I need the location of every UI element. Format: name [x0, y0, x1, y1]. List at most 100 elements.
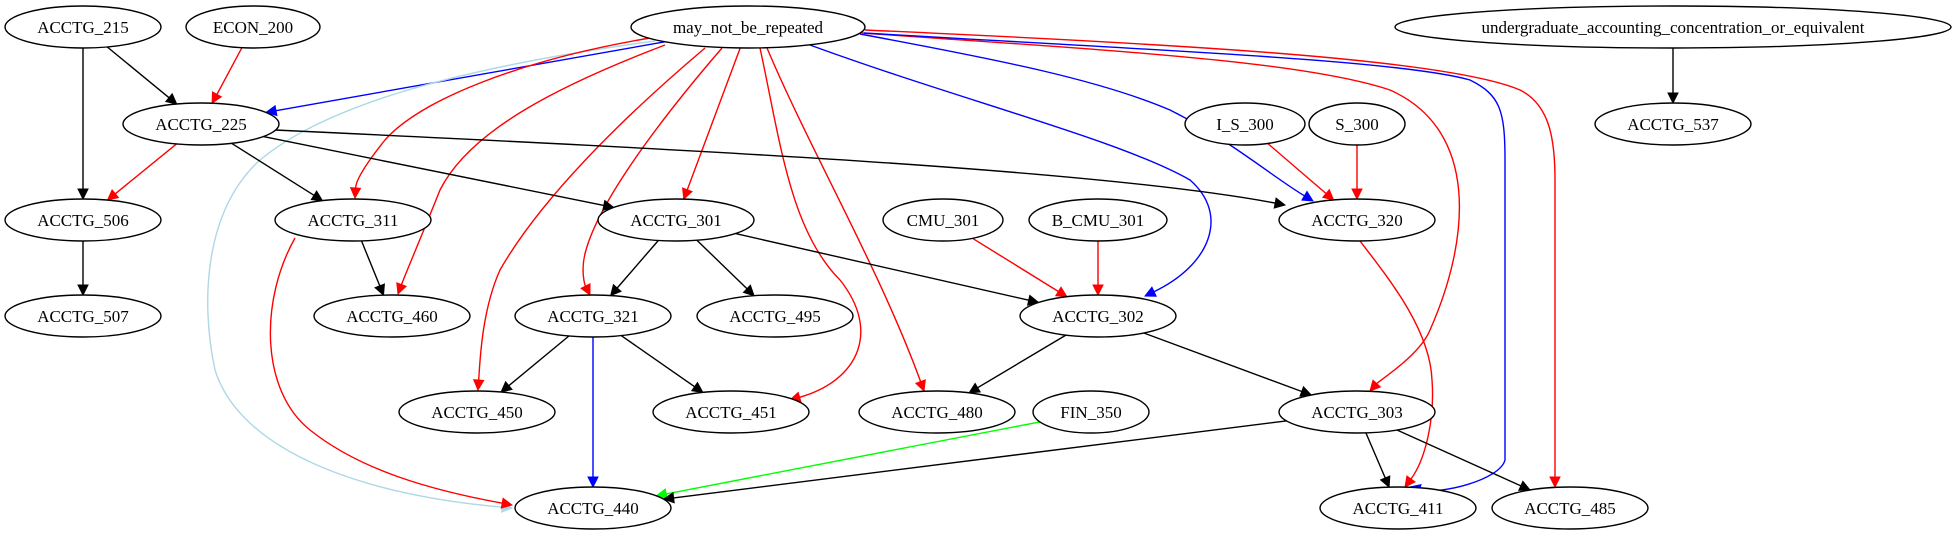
node-label: ACCTG_480	[891, 403, 983, 422]
node-ellipse	[1278, 198, 1436, 242]
node-ellipse	[630, 5, 866, 49]
edge-acctg_225-to-acctg_506	[106, 143, 177, 201]
edge-line	[1267, 142, 1327, 195]
node-ellipse	[1308, 102, 1406, 146]
edge-line	[269, 237, 503, 504]
edge-acctg_301-to-acctg_495	[696, 239, 755, 297]
edge-acctg_321-to-acctg_450	[500, 335, 570, 393]
arrowhead	[914, 379, 926, 393]
node-acctg-537: ACCTG_537	[1594, 102, 1752, 146]
arrowhead	[1369, 379, 1382, 392]
node-acctg-321: ACCTG_321	[514, 294, 672, 338]
node-ellipse	[1032, 390, 1150, 434]
node-ellipse	[122, 102, 280, 146]
node-acctg-480: ACCTG_480	[858, 390, 1016, 434]
arrowhead	[1667, 92, 1679, 105]
arrowhead	[1301, 190, 1314, 202]
arrowhead	[211, 91, 223, 105]
node-ellipse	[858, 390, 1016, 434]
edge-acctg_302-to-acctg_303	[1143, 332, 1313, 397]
arrowhead	[1321, 188, 1335, 201]
arrowhead	[500, 380, 513, 393]
edge-may_not_be_repeated-to-acctg_321	[580, 47, 723, 297]
node-undergrad: undergraduate_accounting_concentration_o…	[1394, 5, 1952, 49]
node-acctg-450: ACCTG_450	[398, 390, 556, 434]
node-ellipse	[1028, 198, 1168, 242]
node-econ-200: ECON_200	[185, 5, 321, 49]
arrowhead	[587, 476, 599, 489]
edge-line	[400, 44, 666, 285]
node-b-cmu-301: B_CMU_301	[1028, 198, 1168, 242]
node-acctg-301: ACCTG_301	[597, 198, 755, 242]
arrowhead	[1518, 480, 1532, 491]
edge-line	[106, 46, 170, 99]
edge-acctg_320-to-acctg_411	[1359, 240, 1434, 488]
node-label: ACCTG_440	[547, 499, 639, 518]
edge-line	[864, 29, 1556, 477]
node-ellipse	[313, 294, 471, 338]
edge-line	[686, 47, 741, 190]
edge-may_not_be_repeated-to-acctg_320	[859, 33, 1314, 202]
node-ellipse	[1278, 390, 1436, 434]
node-label: S_300	[1335, 115, 1378, 134]
edge-line	[582, 47, 723, 287]
node-label: ACCTG_451	[685, 403, 777, 422]
edge-line	[616, 240, 659, 289]
arrowhead	[396, 282, 408, 296]
edge-acctg_301-to-acctg_321	[609, 240, 659, 297]
edge-line	[508, 335, 570, 387]
arrowhead	[310, 190, 324, 202]
node-ellipse	[4, 5, 162, 49]
node-ellipse	[274, 198, 432, 242]
node-label: ACCTG_321	[547, 307, 639, 326]
arrowhead	[1273, 197, 1287, 209]
edge-acctg_303-to-acctg_411	[1365, 432, 1391, 489]
edge-line	[478, 47, 706, 381]
edge-line	[274, 129, 1276, 204]
node-ellipse	[514, 486, 672, 530]
arrowhead	[164, 92, 178, 105]
edge-line	[859, 33, 1305, 197]
edge-econ_200-to-acctg_225	[211, 47, 243, 105]
node-label: ACCTG_215	[37, 18, 129, 37]
node-ellipse	[1184, 102, 1306, 146]
node-ellipse	[597, 198, 755, 242]
edge-acctg_311-to-acctg_460	[360, 240, 385, 297]
node-acctg-320: ACCTG_320	[1278, 198, 1436, 242]
edge-line	[735, 232, 1029, 301]
node-ellipse	[652, 390, 810, 434]
node-label: ACCTG_507	[37, 307, 129, 326]
node-label: ACCTG_302	[1052, 307, 1144, 326]
edge-line	[354, 37, 651, 189]
edge-line	[216, 47, 243, 95]
arrowhead	[106, 188, 120, 201]
node-acctg-451: ACCTG_451	[652, 390, 810, 434]
node-ellipse	[4, 198, 162, 242]
node-label: ACCTG_301	[630, 211, 722, 230]
node-ellipse	[398, 390, 556, 434]
node-acctg-460: ACCTG_460	[313, 294, 471, 338]
arrowhead	[77, 188, 89, 201]
node-s-300: S_300	[1308, 102, 1406, 146]
arrowhead	[349, 187, 362, 200]
node-acctg-411: ACCTG_411	[1319, 486, 1477, 530]
arrowhead	[580, 282, 591, 297]
node-ellipse	[185, 5, 321, 49]
edge-acctg_215-to-acctg_225	[106, 46, 178, 105]
edge-line	[275, 41, 665, 112]
node-ellipse	[1491, 486, 1649, 530]
edge-acctg_303-to-acctg_485	[1396, 429, 1532, 491]
node-acctg-506: ACCTG_506	[4, 198, 162, 242]
edge-b_cmu_301-to-acctg_302	[1092, 241, 1104, 297]
edge-line	[620, 335, 695, 388]
edge-line	[360, 240, 381, 287]
node-label: ACCTG_485	[1524, 499, 1616, 518]
arrowhead	[77, 284, 89, 297]
edge-line	[972, 237, 1059, 293]
arrowhead	[1092, 284, 1104, 297]
edge-line	[696, 239, 748, 290]
edge-acctg_225-to-acctg_320	[274, 129, 1287, 209]
arrowhead	[374, 283, 385, 297]
edge-acctg_215-to-acctg_506	[77, 48, 89, 201]
edge-acctg_303-to-acctg_440	[662, 420, 1287, 504]
